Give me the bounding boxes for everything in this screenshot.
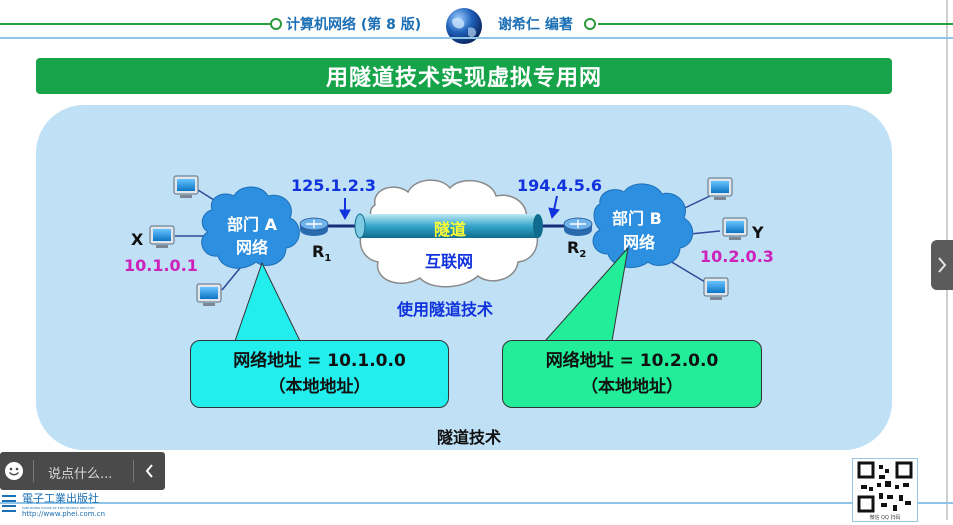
chat-divider <box>33 460 34 482</box>
publisher-en: PUBLISHING HOUSE OF ELECTRONICS INDUSTRY <box>22 506 95 510</box>
network-a-label: 网络 <box>236 238 269 257</box>
router-1-label: R1 <box>312 242 331 264</box>
router-2-label: R2 <box>567 238 586 260</box>
computer-icon <box>173 175 199 198</box>
tunnel-note: 使用隧道技术 <box>397 300 494 319</box>
router-2-subscript: 2 <box>579 249 587 261</box>
author-credit: 谢希仁 编著 <box>498 17 573 33</box>
slide-title-bar: 用隧道技术实现虚拟专用网 <box>36 58 892 94</box>
footer-divider <box>0 502 953 504</box>
callout-b-line1: 网络地址 = 10.2.0.0 <box>545 351 719 371</box>
router-icon <box>563 217 593 236</box>
network-b-name: 部门 B <box>612 209 662 228</box>
computer-icon <box>707 177 733 200</box>
chat-input-bar: 说点什么... <box>0 452 165 490</box>
callout-network-b: 网络地址 = 10.2.0.0 （本地地址） <box>502 340 762 408</box>
header-rule-right <box>598 23 953 25</box>
callout-network-a: 网络地址 = 10.1.0.0 （本地地址） <box>190 340 449 408</box>
router-1-subscript: 1 <box>324 253 332 265</box>
host-x-label: X <box>131 230 144 249</box>
smiley-icon[interactable] <box>4 461 24 481</box>
host-y-ip: 10.2.0.3 <box>700 247 774 266</box>
chat-input[interactable]: 说点什么... <box>48 467 113 482</box>
chevron-left-icon <box>145 464 153 478</box>
lan-b-cloud <box>592 183 694 269</box>
next-slide-tab[interactable] <box>931 240 953 290</box>
qr-code-icon: 微信 QQ 扫码 <box>852 458 918 522</box>
host-y-label: Y <box>752 223 764 242</box>
publisher-name: 電子工業出版社 <box>22 491 99 505</box>
globe-icon <box>444 6 484 46</box>
internet-label: 互联网 <box>425 252 474 271</box>
computer-icon <box>196 283 222 306</box>
qr-caption: 微信 QQ 扫码 <box>869 514 900 521</box>
computer-icon <box>149 225 175 248</box>
computer-icon <box>703 277 729 300</box>
router-2-name: R <box>567 238 580 257</box>
header-divider <box>0 37 953 39</box>
callout-b-pointer <box>543 246 629 342</box>
header-dot-left <box>270 18 282 30</box>
chat-divider-2 <box>133 460 134 482</box>
ip-arrows <box>339 195 560 221</box>
slide-caption: 隧道技术 <box>437 428 502 447</box>
chevron-right-icon <box>938 257 947 273</box>
callout-a-pointer <box>234 261 301 342</box>
computer-icon <box>722 217 748 240</box>
router-2-public-ip: 194.4.5.6 <box>517 176 603 195</box>
header-rule-left <box>0 23 270 25</box>
host-x-ip: 10.1.0.1 <box>124 256 198 275</box>
callout-a-line1: 网络地址 = 10.1.0.0 <box>233 351 406 371</box>
router-1-public-ip: 125.1.2.3 <box>291 176 377 195</box>
tunnel-label: 隧道 <box>434 220 467 239</box>
book-title: 计算机网络 (第 8 版) <box>286 17 422 33</box>
slide-title: 用隧道技术实现虚拟专用网 <box>325 66 602 91</box>
network-b-label: 网络 <box>623 233 656 252</box>
header-dot-right <box>584 18 596 30</box>
router-icon <box>299 217 329 236</box>
router-1-name: R <box>312 242 325 261</box>
callout-b-line2: （本地地址） <box>581 377 683 397</box>
lan-a-cloud <box>201 186 300 269</box>
publisher-logo: 電子工業出版社 PUBLISHING HOUSE OF ELECTRONICS … <box>0 488 120 520</box>
callout-a-line2: （本地地址） <box>268 377 371 397</box>
tunnel-pipe <box>354 213 543 239</box>
collapse-chat-button[interactable] <box>140 461 160 481</box>
network-a-name: 部门 A <box>227 215 277 234</box>
publisher-url: http://www.phei.com.cn <box>22 510 105 518</box>
